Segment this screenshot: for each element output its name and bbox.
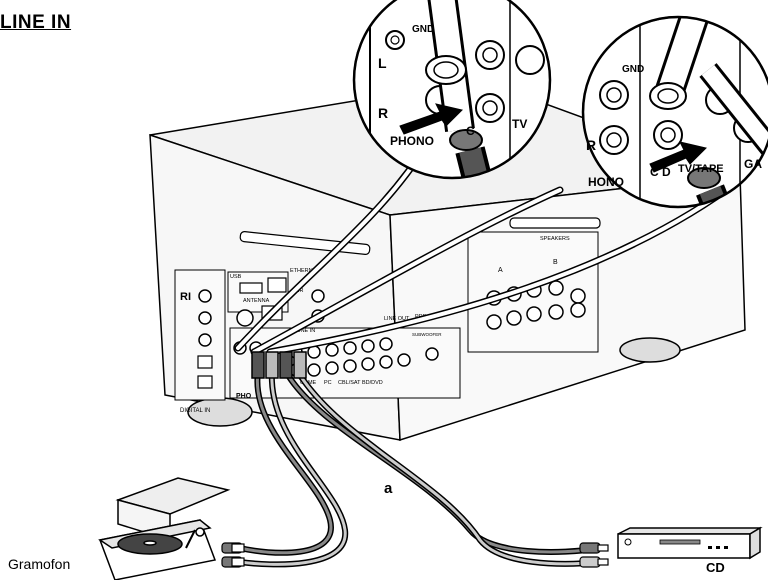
bd-dvd-label: BD/DVD [362,380,383,386]
cd-label: CD [706,560,725,575]
pc-label: PC [324,380,332,386]
phono-panel-label: PHO [236,393,252,400]
subwoofer-label: SUBWOOFER [412,332,442,337]
cd-plugs [580,543,608,567]
zoom-right-r: R [586,137,596,153]
zoom-right-ga: GA [744,157,762,171]
gramofon-label: Gramofon [8,556,70,572]
antenna-label: ANTENNA [243,298,270,304]
zoom-right-phono: HONO [588,175,624,189]
speaker-b-label: B [553,259,558,266]
zoom-left-phono: PHONO [390,134,434,148]
usb-label: USB [230,274,242,280]
zoom-left-tv: TV [512,117,527,131]
turntable-icon [100,478,228,580]
speaker-a-label: A [498,267,503,274]
turntable-plugs [222,543,244,567]
zoom-right-cd: C D [650,165,671,179]
speakers-label: SPEAKERS [540,236,570,242]
zoom-left-l: L [378,55,387,71]
digital-in-label: DIGITAL IN [180,408,210,414]
cd-player-icon [618,528,760,558]
cbl-sat-label: CBL/SAT [338,380,361,386]
zoom-right-gnd: GND [622,64,644,75]
ri-label: RI [180,291,191,303]
zoom-left-c: C [466,124,475,138]
zoom-right-tvtape: TV/TAPE [678,163,724,175]
zoom-left-gnd: GND [412,24,434,35]
zoom-left-r: R [378,105,388,121]
cable-a-label: a [384,480,392,497]
